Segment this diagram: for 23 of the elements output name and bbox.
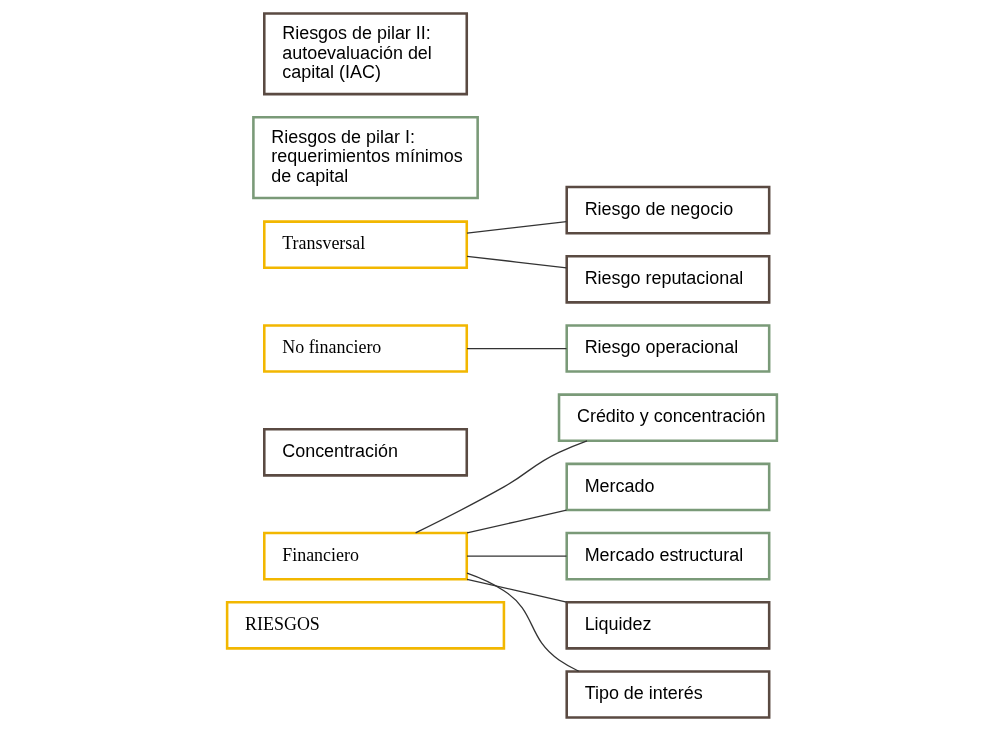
connector xyxy=(466,347,568,350)
node-box: Transversal xyxy=(263,220,469,270)
node-box: Financiero xyxy=(263,531,469,581)
connector xyxy=(415,440,588,534)
node-box: Concentración xyxy=(263,427,469,477)
connector xyxy=(466,578,568,603)
connector xyxy=(466,221,568,234)
node-box: Mercado xyxy=(565,462,771,512)
node-box: Mercado estructural xyxy=(565,531,771,581)
node-box: Liquidez xyxy=(565,600,771,650)
node-box: Riesgos de pilar II: autoevaluación del capital (IAC) xyxy=(263,12,469,96)
node-box: Riesgo de negocio xyxy=(565,185,771,235)
node-box: No financiero xyxy=(263,324,469,373)
node-box: RIESGOS xyxy=(225,600,506,650)
connector xyxy=(466,572,580,672)
connector xyxy=(466,509,568,534)
connector xyxy=(466,255,568,269)
node-box: Riesgo reputacional xyxy=(565,255,771,304)
connector xyxy=(466,555,568,557)
node-box: Crédito y concentración xyxy=(557,393,779,443)
node-box: Riesgos de pilar I: requerimientos mínimos de capital xyxy=(252,115,479,200)
node-box: Tipo de interés xyxy=(565,670,771,719)
node-box: Riesgo operacional xyxy=(565,324,771,373)
